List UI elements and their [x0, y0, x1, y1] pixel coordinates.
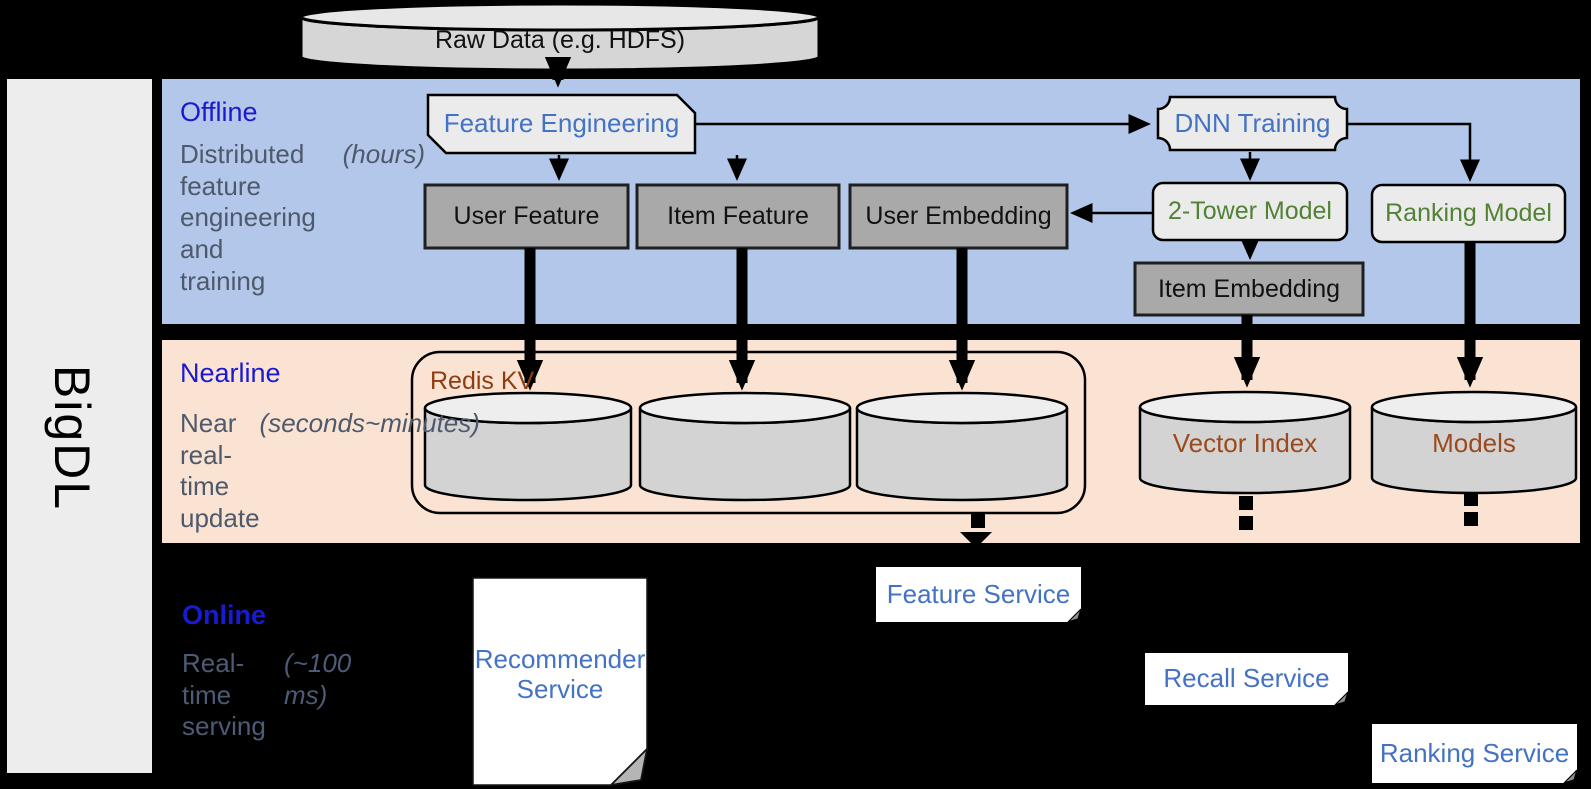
ranking-service-label: Ranking Service — [1379, 737, 1570, 768]
item-feature-label: Item Feature — [667, 202, 809, 231]
offline-lane-desc: Distributed feature engineering and trai… — [180, 139, 425, 296]
redis-kv-label: Redis KV — [430, 366, 535, 395]
feature-service-label: Feature Service — [886, 578, 1071, 609]
models-label: Models — [1432, 428, 1516, 459]
bigdl-brand: BigDL — [44, 364, 100, 512]
offline-lane-title: Offline — [180, 97, 258, 128]
nearline-lane-desc: Near real-time update (seconds~minutes) — [180, 408, 480, 533]
recommender-service-label: Recommender Service — [474, 644, 646, 704]
recall-service-label: Recall Service — [1163, 663, 1330, 694]
feature-engineering-label: Feature Engineering — [443, 108, 680, 139]
item-embedding-label: Item Embedding — [1157, 274, 1341, 303]
bigdl-sidebar — [7, 79, 152, 773]
vector-index-label: Vector Index — [1172, 428, 1318, 459]
online-lane-desc: Real-time serving (~100 ms) — [182, 648, 392, 753]
offline-desc-italic: (hours) — [342, 139, 425, 169]
online-desc-italic: (~100 ms) — [284, 648, 352, 710]
online-lane-title: Online — [182, 600, 267, 631]
recommender-service-doc-fold — [608, 746, 649, 787]
two-tower-model-label: 2-Tower Model — [1168, 197, 1332, 226]
online-desc-text: Real-time serving — [182, 648, 266, 742]
raw-data-label: Raw Data (e.g. HDFS) — [434, 25, 686, 54]
nearline-lane-title: Nearline — [180, 358, 281, 389]
nearline-desc-text: Near real-time update — [180, 408, 260, 534]
nearline-desc-italic: (seconds~minutes) — [259, 408, 480, 438]
offline-desc-text: Distributed feature engineering and trai… — [180, 139, 316, 296]
user-embedding-label: User Embedding — [865, 202, 1052, 231]
dnn-training-label: DNN Training — [1174, 107, 1331, 138]
ranking-model-label: Ranking Model — [1385, 199, 1552, 228]
user-feature-label: User Feature — [453, 202, 600, 231]
